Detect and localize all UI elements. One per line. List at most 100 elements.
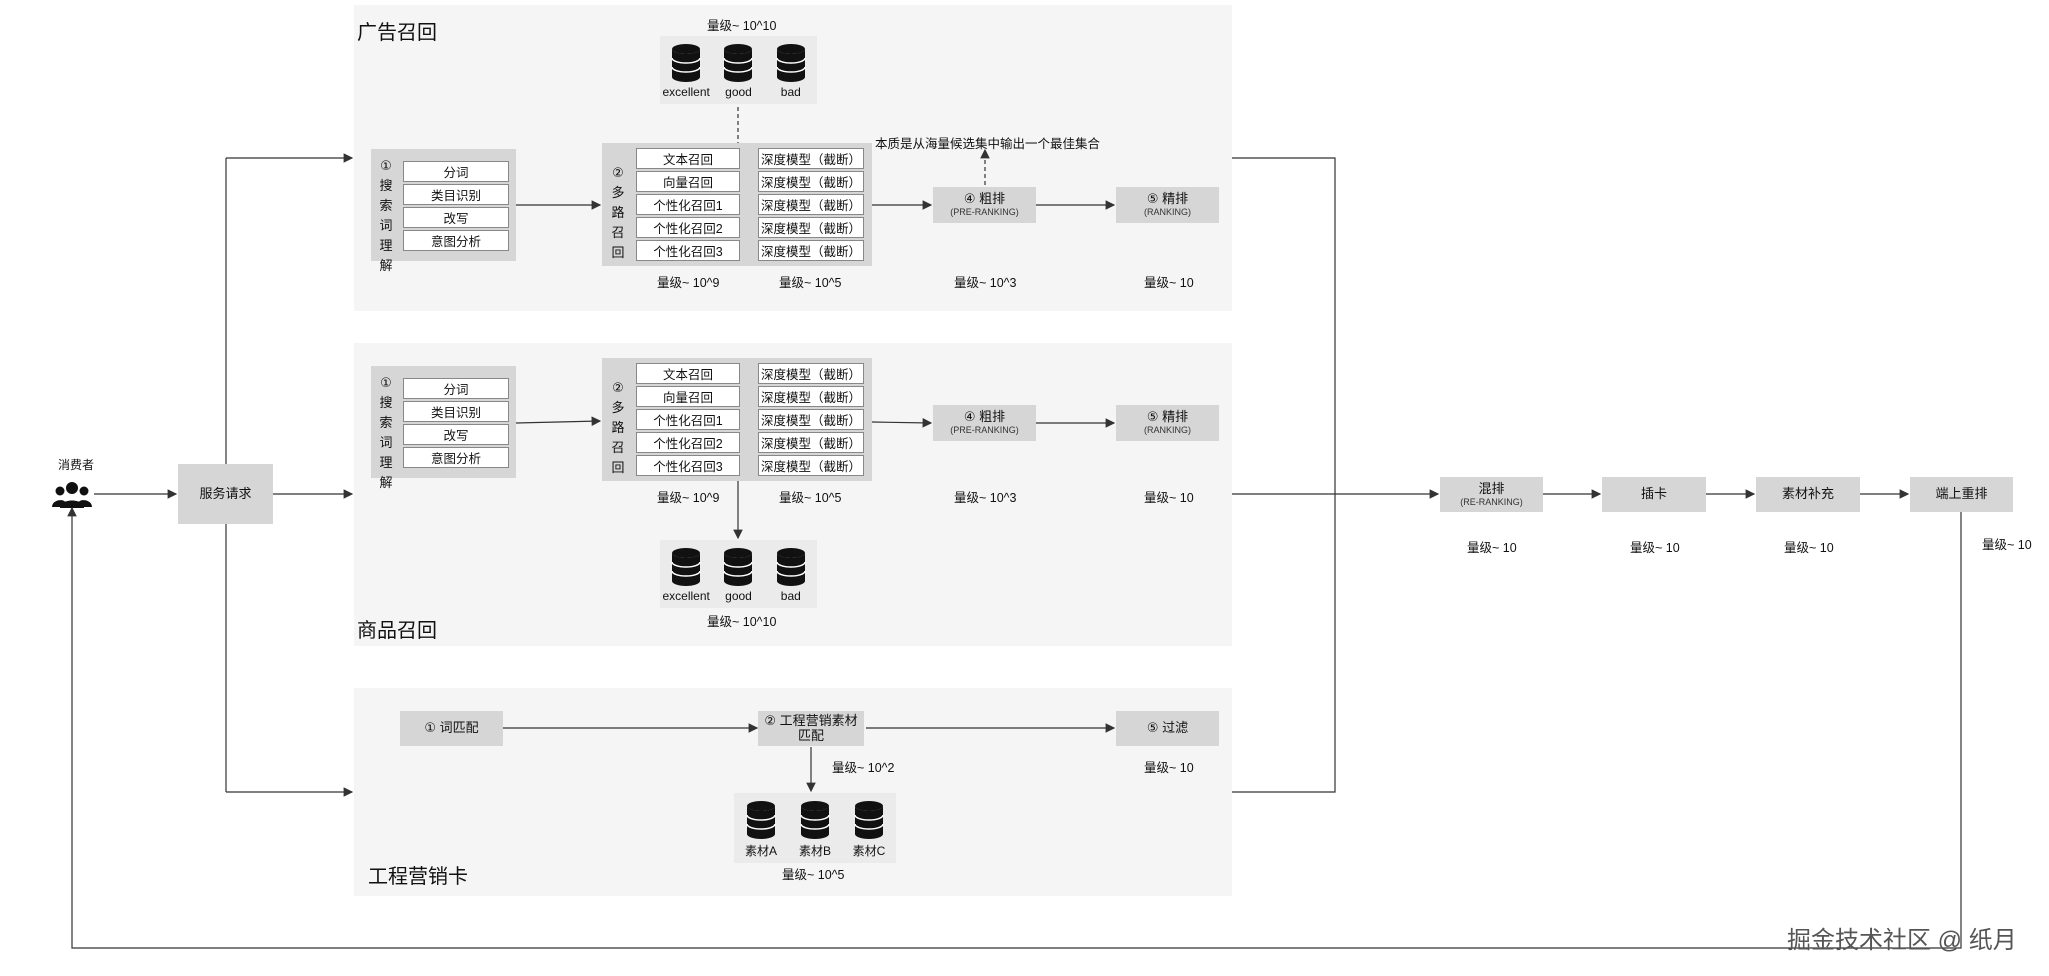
ranking-label: ⑤ 精排 [1146, 191, 1189, 207]
recall-item: 个性化召回2 [636, 432, 740, 453]
query-item: 意图分析 [403, 230, 509, 251]
db-label: excellent [662, 85, 710, 99]
db-good: good [712, 44, 764, 99]
database-icon [776, 44, 806, 82]
ranking-sub: (RANKING) [1144, 207, 1191, 218]
database-icon [723, 44, 754, 82]
material-db-group: 素材A 素材B 素材C [734, 793, 896, 863]
model-item: 深度模型（截断） [758, 386, 864, 407]
db-label: 素材A [744, 844, 777, 858]
magnitude-pre-ranking-ad: 量级~ 10^3 [954, 276, 1017, 290]
essence-note: 本质是从海量候选集中输出一个最佳集合 [875, 137, 1101, 151]
db-label: bad [780, 85, 801, 99]
magnitude-pre-ranking-product: 量级~ 10^3 [954, 491, 1017, 505]
material-supplement-label: 素材补充 [1781, 486, 1834, 502]
magnitude-insert: 量级~ 10 [1630, 541, 1680, 555]
magnitude-rerank: 量级~ 10 [1467, 541, 1517, 555]
model-item: 深度模型（截断） [758, 217, 864, 238]
query-item: 分词 [403, 378, 509, 399]
marketing-card-title: 工程营销卡 [368, 866, 468, 888]
query-item: 改写 [403, 424, 509, 445]
magnitude-card-db: 量级~ 10^5 [782, 868, 845, 882]
db-good: good [712, 548, 764, 603]
material-supplement-box: 素材补充 [1756, 477, 1860, 512]
query-understanding-cells-product: 分词 类目识别 改写 意图分析 [403, 378, 509, 468]
database-icon [854, 801, 884, 839]
insert-card-box: 插卡 [1602, 477, 1706, 512]
query-understanding-title-product: ①搜索词理解 [379, 375, 393, 490]
recall-item: 向量召回 [636, 386, 740, 407]
db-excellent: excellent [660, 548, 712, 603]
magnitude-recall-product: 量级~ 10^9 [657, 491, 720, 505]
model-item: 深度模型（截断） [758, 240, 864, 261]
database-icon [671, 44, 701, 82]
ranking-label: ⑤ 精排 [1146, 409, 1189, 425]
db-label: 素材C [852, 844, 886, 858]
material-match-label: ② 工程营销素材匹配 [764, 712, 858, 743]
product-recall-title: 商品召回 [357, 620, 437, 642]
service-request-box: 服务请求 [178, 464, 273, 524]
query-understanding-title-ad: ①搜索词理解 [379, 158, 393, 273]
recall-item: 个性化召回1 [636, 194, 740, 215]
pre-ranking-sub: (PRE-RANKING) [950, 425, 1019, 436]
multi-recall-title-ad: ②多路召回 [611, 165, 625, 260]
magnitude-model-ad: 量级~ 10^5 [779, 276, 842, 290]
db-label: good [725, 589, 752, 603]
model-cells-ad: 深度模型（截断） 深度模型（截断） 深度模型（截断） 深度模型（截断） 深度模型… [758, 148, 864, 261]
model-item: 深度模型（截断） [758, 363, 864, 384]
ranking-box-product: ⑤ 精排 (RANKING) [1116, 405, 1219, 441]
material-match-box: ② 工程营销素材匹配 [758, 711, 864, 746]
magnitude-db-bottom: 量级~ 10^10 [707, 615, 777, 629]
recall-item: 个性化召回3 [636, 240, 740, 261]
rerank-label: 混排 [1478, 480, 1505, 496]
db-label: bad [780, 589, 801, 603]
recall-item: 文本召回 [636, 148, 740, 169]
filter-label: ⑤ 过滤 [1146, 720, 1189, 736]
ranking-sub: (RANKING) [1144, 425, 1191, 436]
magnitude-model-product: 量级~ 10^5 [779, 491, 842, 505]
query-item: 类目识别 [403, 401, 509, 422]
query-item: 意图分析 [403, 447, 509, 468]
model-item: 深度模型（截断） [758, 171, 864, 192]
query-item: 分词 [403, 161, 509, 182]
client-rerank-box: 端上重排 [1910, 477, 2013, 512]
sample-db-group-bottom: excellent good bad [660, 540, 817, 608]
db-bad: bad [765, 548, 817, 603]
rerank-sub: (RE-RANKING) [1460, 496, 1523, 507]
db-material-b: 素材B [788, 801, 842, 859]
user-group-icon [52, 480, 92, 510]
recall-cells-product: 文本召回 向量召回 个性化召回1 个性化召回2 个性化召回3 [636, 363, 740, 476]
recall-item: 个性化召回2 [636, 217, 740, 238]
pre-ranking-box-product: ④ 粗排 (PRE-RANKING) [933, 405, 1036, 441]
magnitude-db-top: 量级~ 10^10 [707, 19, 777, 33]
sample-db-group-top: excellent good bad [660, 36, 817, 104]
multi-recall-title-product: ②多路召回 [611, 380, 625, 475]
client-rerank-label: 端上重排 [1935, 486, 1988, 502]
pre-ranking-sub: (PRE-RANKING) [950, 207, 1019, 218]
database-icon [746, 801, 776, 839]
model-cells-product: 深度模型（截断） 深度模型（截断） 深度模型（截断） 深度模型（截断） 深度模型… [758, 363, 864, 476]
model-item: 深度模型（截断） [758, 432, 864, 453]
magnitude-card-match: 量级~ 10^2 [832, 761, 895, 775]
magnitude-card-filter: 量级~ 10 [1144, 761, 1194, 775]
query-item: 改写 [403, 207, 509, 228]
database-icon [800, 801, 830, 839]
db-label: good [725, 85, 752, 99]
model-item: 深度模型（截断） [758, 148, 864, 169]
service-request-label: 服务请求 [199, 485, 252, 501]
pre-ranking-label: ④ 粗排 [963, 409, 1006, 425]
db-material-c: 素材C [842, 801, 896, 859]
db-excellent: excellent [660, 44, 712, 99]
magnitude-ranking-product: 量级~ 10 [1144, 491, 1194, 505]
rerank-box: 混排 (RE-RANKING) [1440, 477, 1543, 512]
word-match-box: ① 词匹配 [400, 711, 503, 746]
watermark: 掘金技术社区 @ 纸月 [1787, 927, 2017, 954]
magnitude-recall-ad: 量级~ 10^9 [657, 276, 720, 290]
insert-card-label: 插卡 [1640, 486, 1667, 502]
database-icon [723, 548, 754, 586]
db-label: excellent [662, 589, 710, 603]
consumer-label: 消费者 [57, 458, 94, 472]
recall-item: 文本召回 [636, 363, 740, 384]
recall-item: 个性化召回3 [636, 455, 740, 476]
